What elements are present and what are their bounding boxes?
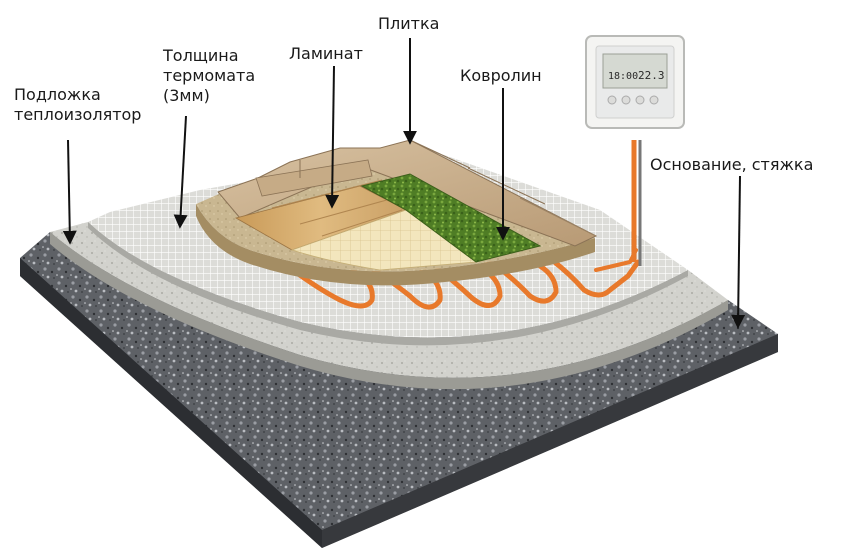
arrow-base — [731, 175, 746, 329]
thermostat: 18:00 22.3 — [585, 35, 685, 129]
label-underlay: Подложка теплоизолятор — [14, 85, 141, 125]
label-tile: Плитка — [378, 14, 440, 33]
leader-arrows — [62, 38, 746, 329]
label-mat-thickness-line1: Толщина — [163, 46, 239, 65]
thermostat-button — [649, 95, 659, 105]
tile-grid-layer — [290, 209, 478, 271]
label-underlay-line1: Подложка — [14, 85, 101, 104]
label-mat-thickness-line3: (3мм) — [163, 86, 210, 105]
label-mat-thickness-line2: термомата — [163, 66, 256, 85]
label-mat-thickness: Толщина термомата (3мм) — [163, 46, 255, 106]
thermostat-button — [607, 95, 617, 105]
carpet-layer — [360, 173, 542, 263]
arrow-mat-thickness — [173, 115, 188, 229]
thermostat-button — [635, 95, 645, 105]
label-underlay-line2: теплоизолятор — [14, 105, 142, 124]
label-laminate: Ламинат — [289, 44, 363, 63]
label-carpet: Ковролин — [460, 66, 542, 85]
arrow-underlay — [62, 139, 77, 245]
thermostat-temperature: 22.3 — [638, 69, 665, 82]
thermostat-button — [621, 95, 631, 105]
insulation-underlay-layer — [50, 222, 728, 390]
label-base: Основание, стяжка — [650, 155, 814, 174]
laminate-layer — [234, 179, 408, 251]
thermostat-time: 18:00 — [608, 71, 638, 82]
thermostat-cable — [631, 140, 642, 266]
arrow-laminate — [325, 65, 340, 209]
